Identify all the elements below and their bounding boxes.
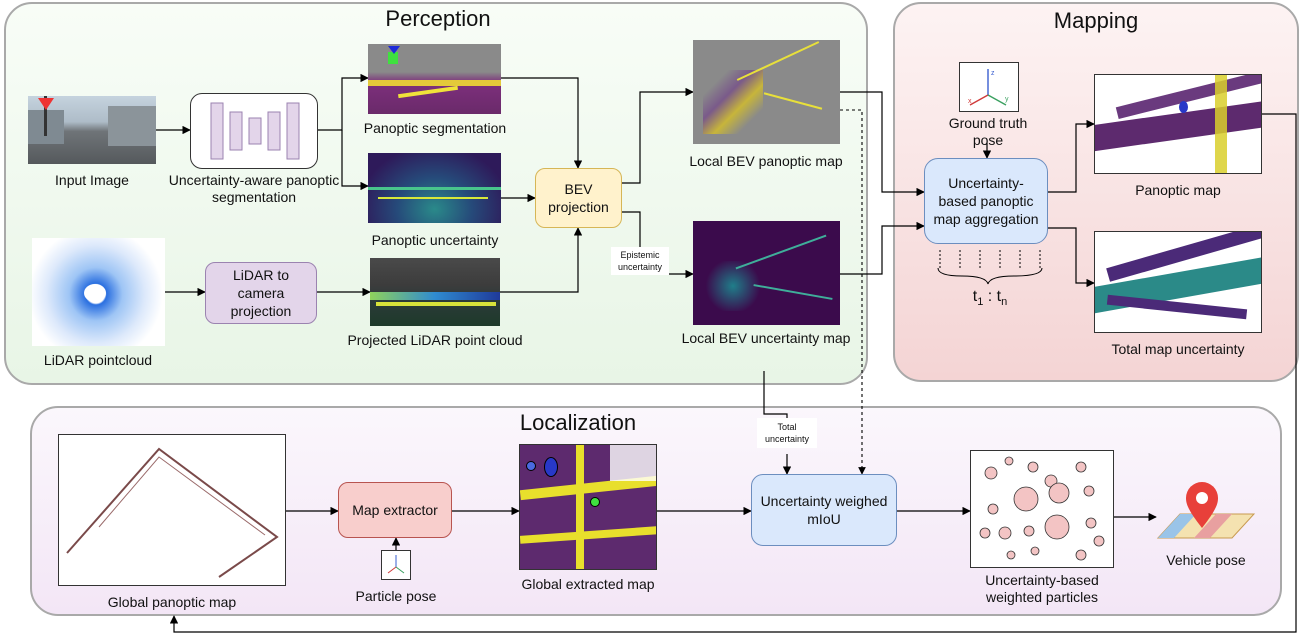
lidar-pointcloud-label: LiDAR pointcloud	[43, 352, 153, 368]
global-panoptic-map-image	[58, 434, 286, 586]
lidar-to-camera-box: LiDAR to camera projection	[205, 262, 317, 324]
local-bev-panoptic-label: Local BEV panoptic map	[689, 153, 843, 169]
bev-projection-label: BEV projection	[548, 181, 609, 215]
time-colon: :	[987, 288, 993, 305]
particle-pose-label: Particle pose	[355, 588, 437, 604]
global-panoptic-map-label: Global panoptic map	[107, 594, 237, 610]
global-extracted-map-label: Global extracted map	[521, 576, 655, 592]
epistemic-uncertainty-label: Epistemic uncertainty	[611, 247, 669, 275]
weighed-miou-box: Uncertainty weighed mIoU	[751, 474, 897, 546]
lidar-to-camera-label: LiDAR to camera projection	[230, 267, 292, 319]
localization-title: Localization	[519, 410, 637, 435]
panoptic-segmentation-label: Panoptic segmentation	[363, 120, 507, 136]
particles-icon	[979, 456, 1105, 561]
total-map-uncertainty-label: Total map uncertainty	[1111, 341, 1245, 357]
tn-sub: n	[1001, 296, 1008, 309]
particle-axes-icon	[387, 555, 405, 574]
panoptic-map-image	[1094, 74, 1262, 174]
map-extractor-box: Map extractor	[338, 482, 452, 538]
mapping-title: Mapping	[1053, 8, 1139, 33]
map-extractor-label: Map extractor	[352, 502, 438, 518]
panoptic-segmentation-image	[368, 44, 501, 114]
t1-label: t	[972, 288, 978, 305]
lidar-pointcloud-image	[32, 238, 165, 346]
weighted-particles-image	[970, 450, 1114, 568]
uncertainty-aware-network	[190, 93, 318, 169]
bev-projection-box: BEV projection	[535, 168, 622, 228]
network-label: Uncertainty-aware panoptic segmentation	[168, 172, 340, 205]
axes-icon: z x y	[968, 69, 1009, 106]
projected-lidar-label: Projected LiDAR point cloud	[347, 332, 523, 348]
input-image-label: Input Image	[55, 172, 129, 188]
local-bev-uncertainty-image	[693, 221, 840, 325]
trajectory-icon	[66, 447, 279, 578]
weighted-particles-label: Uncertainty-based weighted particles	[985, 572, 1099, 605]
ground-truth-pose-label: Ground truth pose	[948, 115, 1028, 148]
local-bev-uncertainty-label: Local BEV uncertainty map	[681, 330, 851, 346]
input-image	[28, 96, 156, 164]
aggregation-box: Uncertainty-based panoptic map aggregati…	[924, 158, 1048, 244]
map-pin-icon	[1156, 482, 1256, 539]
t1-sub: 1	[977, 296, 984, 309]
network-layers-icon	[210, 102, 300, 160]
vehicle-pose-label: Vehicle pose	[1166, 552, 1246, 568]
particle-pose-frame	[381, 550, 411, 580]
axis-y-label: y	[1005, 96, 1009, 103]
weighed-miou-label: Uncertainty weighed mIoU	[760, 493, 888, 527]
time-range-label: t1 : tn	[955, 288, 1025, 311]
total-map-uncertainty-image	[1094, 231, 1262, 333]
panoptic-map-label: Panoptic map	[1135, 182, 1221, 198]
panoptic-uncertainty-image	[368, 153, 501, 223]
vehicle-pose-icon	[1156, 480, 1256, 546]
axis-z-label: z	[991, 70, 995, 77]
global-extracted-map-image	[519, 444, 657, 570]
panoptic-uncertainty-label: Panoptic uncertainty	[371, 232, 499, 248]
aggregation-label: Uncertainty-based panoptic map aggregati…	[933, 175, 1039, 227]
tn-label: t	[996, 288, 1002, 305]
projected-lidar-image	[370, 258, 500, 326]
local-bev-panoptic-image	[693, 40, 840, 144]
ground-truth-pose-frame: z x y	[959, 62, 1019, 112]
axis-x-label: x	[968, 98, 972, 105]
total-uncertainty-label: Total uncertainty	[757, 418, 817, 448]
perception-title: Perception	[385, 6, 491, 31]
